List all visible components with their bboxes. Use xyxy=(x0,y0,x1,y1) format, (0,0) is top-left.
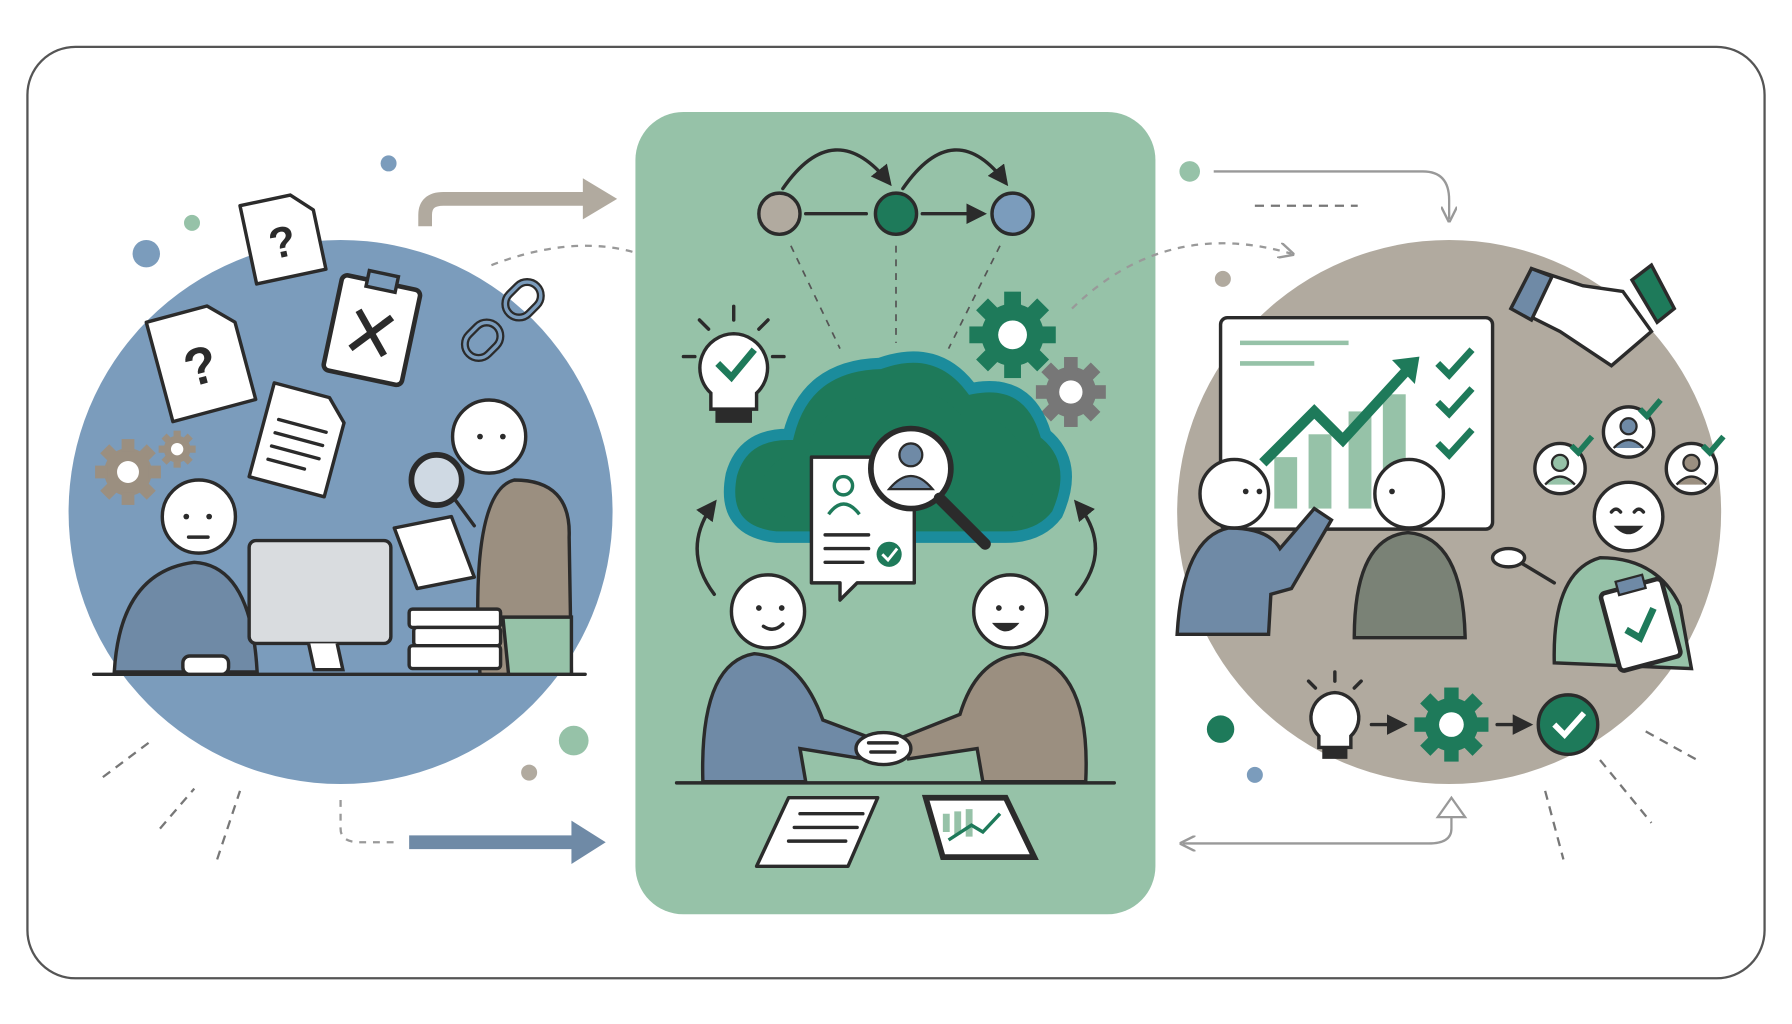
question-document-icon: ? xyxy=(238,193,328,286)
arrow-head xyxy=(1435,795,1468,819)
approved-user-icon xyxy=(1533,398,1726,496)
dashed-connector xyxy=(339,800,400,844)
dashed-connector xyxy=(1071,242,1291,310)
client-person xyxy=(700,573,871,784)
problem-panel: ? ? xyxy=(68,155,613,860)
arrow-to-results xyxy=(1213,170,1449,219)
paper-sheet xyxy=(392,514,476,591)
broken-link-icon xyxy=(460,278,545,362)
handshake-icon xyxy=(854,730,913,767)
motion-lines xyxy=(1544,730,1698,860)
listening-person xyxy=(1352,457,1467,640)
decor-dot xyxy=(1206,715,1235,743)
magnifier-icon xyxy=(408,452,476,528)
check-circle-icon xyxy=(1536,693,1600,756)
stacked-books-icon xyxy=(407,607,503,671)
document-icon xyxy=(247,381,346,499)
lightbulb-icon xyxy=(1306,670,1363,759)
result-panel xyxy=(1175,240,1726,860)
decor-dot xyxy=(1214,270,1231,287)
decor-dot xyxy=(521,764,538,781)
computer-icon xyxy=(181,538,393,676)
confused-person xyxy=(112,478,259,674)
arrow-head xyxy=(571,820,606,864)
motion-lines xyxy=(102,741,242,860)
decor-dot xyxy=(184,214,200,231)
lightbulb-check-icon xyxy=(681,304,786,423)
decor-dot xyxy=(380,155,397,172)
clipboard-check-icon xyxy=(1598,573,1683,673)
question-document-icon: ? xyxy=(144,304,258,424)
presenting-person xyxy=(1175,457,1334,636)
document-icon xyxy=(754,796,880,868)
decor-dot xyxy=(558,725,589,756)
process-nodes-icon xyxy=(757,148,1035,349)
cycle-arrow xyxy=(1073,499,1097,596)
cycle-arrow xyxy=(695,499,717,596)
arrow-to-solution xyxy=(418,192,589,227)
feedback-arrow xyxy=(1183,805,1453,844)
solution-panel xyxy=(635,112,1156,915)
decor-dot xyxy=(1179,161,1200,182)
gear-icon xyxy=(1414,687,1489,762)
consultant-person xyxy=(900,573,1088,784)
decor-dot xyxy=(1246,766,1263,783)
magnifier-icon xyxy=(867,425,991,550)
handshake-icon xyxy=(1508,262,1677,368)
rejected-clipboard-icon xyxy=(321,268,423,388)
tablet-chart-icon xyxy=(921,794,1039,860)
arrow-head xyxy=(582,178,618,220)
decor-dot xyxy=(132,240,160,268)
